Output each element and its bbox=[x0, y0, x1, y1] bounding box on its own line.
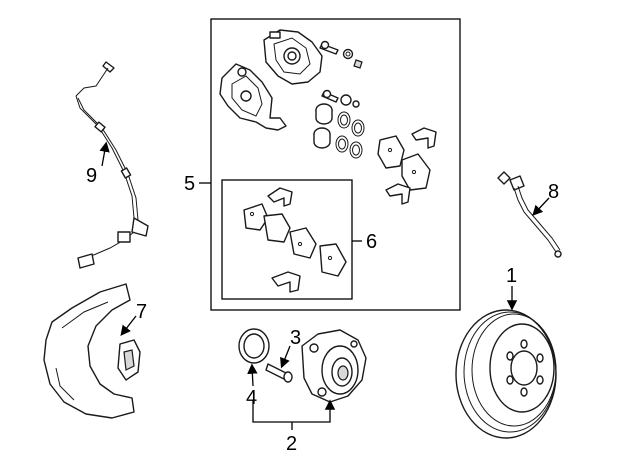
brake-hose[interactable] bbox=[497, 171, 562, 258]
leader-7 bbox=[120, 315, 137, 337]
pad-kit-box bbox=[221, 179, 353, 300]
pad-kit[interactable] bbox=[243, 187, 347, 293]
piston-upper[interactable] bbox=[315, 103, 333, 125]
caliper-bolt-lower[interactable] bbox=[321, 89, 339, 103]
bolt-boot[interactable] bbox=[340, 94, 360, 108]
hub-assembly[interactable] bbox=[301, 329, 367, 403]
bleeder-screw[interactable] bbox=[342, 48, 354, 60]
hub-seal-ring[interactable] bbox=[238, 328, 270, 364]
caliper-bracket[interactable] bbox=[219, 63, 287, 131]
callout-7: 7 bbox=[136, 301, 147, 323]
leader-2 bbox=[252, 399, 336, 423]
dust-shield[interactable] bbox=[43, 283, 141, 419]
outer-pad-set[interactable] bbox=[377, 135, 431, 191]
caliper-kit-box bbox=[210, 18, 461, 311]
callout-4: 4 bbox=[246, 387, 257, 409]
callout-2: 2 bbox=[286, 433, 297, 455]
leader-3 bbox=[280, 345, 291, 369]
leader-4 bbox=[247, 363, 258, 387]
pad-clip-lower[interactable] bbox=[385, 183, 411, 205]
leader-8 bbox=[532, 197, 550, 216]
callout-5: 5 bbox=[184, 173, 195, 195]
pad-clip-upper[interactable] bbox=[411, 127, 437, 149]
brake-rotor[interactable] bbox=[455, 309, 557, 439]
hub-bolt[interactable] bbox=[265, 363, 293, 383]
leader-9 bbox=[99, 141, 110, 167]
callout-1: 1 bbox=[506, 265, 517, 287]
caliper-bolt-upper[interactable] bbox=[319, 40, 339, 55]
callout-9: 9 bbox=[86, 165, 97, 187]
caliper-housing[interactable] bbox=[263, 29, 323, 85]
callout-8: 8 bbox=[548, 181, 559, 203]
callout-3: 3 bbox=[290, 327, 301, 349]
callout-6: 6 bbox=[366, 231, 377, 253]
piston-seals[interactable] bbox=[335, 111, 365, 159]
abs-sensor-wire[interactable] bbox=[75, 61, 149, 269]
piston-lower[interactable] bbox=[313, 127, 331, 149]
dust-cap[interactable] bbox=[353, 59, 363, 69]
